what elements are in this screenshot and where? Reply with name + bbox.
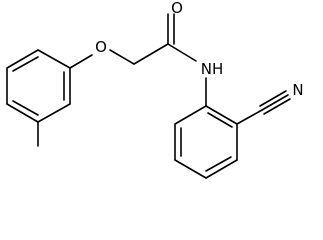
bond-carbonyl-to-nh <box>167 43 197 62</box>
bond-oxygen-to-ch2 <box>109 49 135 65</box>
bond-ring1-e <box>37 103 71 123</box>
bond-nitrile-triple-a <box>261 94 289 111</box>
bond-ch2-to-carbonyl <box>133 43 169 65</box>
atom-labels: O O NH N <box>95 0 304 99</box>
bond-ring2-c <box>205 159 238 179</box>
bond-ring1-a <box>37 49 71 69</box>
ether-oxygen-label: O <box>95 38 107 56</box>
amide-nh-label: NH <box>201 60 224 78</box>
bond-ring2-a-inner <box>207 112 233 128</box>
bond-ring1-b-inner <box>12 56 39 72</box>
bond-ring-to-oxygen <box>69 54 93 69</box>
bond-ring2-f <box>174 105 207 125</box>
bond-ring2-d <box>174 159 207 179</box>
bond-ring1-d <box>6 103 39 123</box>
bond-ring2-c-inner <box>205 156 232 172</box>
bond-nitrile-triple-c <box>263 98 291 115</box>
nitrile-nitrogen-label: N <box>292 81 303 99</box>
bonds <box>6 13 291 179</box>
bond-ring-to-nitrile <box>236 109 263 125</box>
bond-ring2-a <box>205 105 238 125</box>
molecule-diagram: O O NH N <box>6 0 304 179</box>
bond-ring1-b <box>6 49 39 69</box>
bond-nitrile-triple-b <box>259 90 287 107</box>
bond-ring1-d-inner <box>12 100 39 116</box>
carbonyl-oxygen-label: O <box>171 0 183 17</box>
